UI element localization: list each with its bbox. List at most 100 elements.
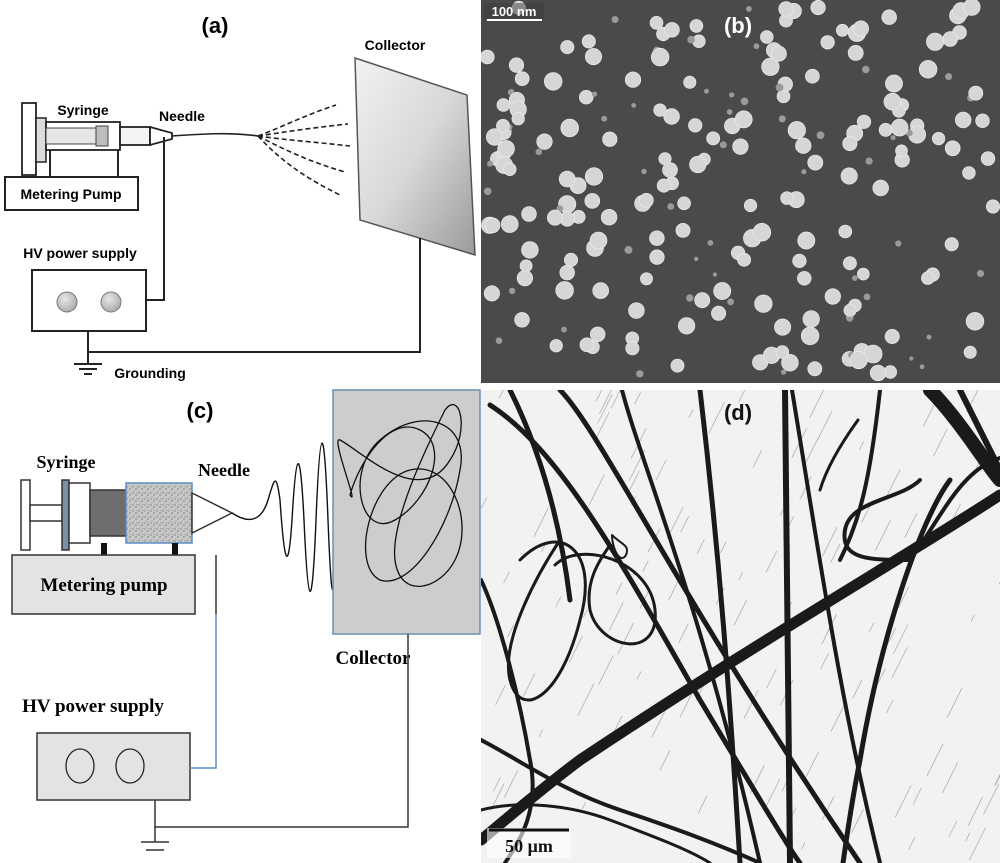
nanoparticle [689,19,704,33]
nanoparticle [905,129,913,137]
surface-scratch [886,700,894,714]
nanoparticle [760,30,774,44]
nanoparticle [624,245,633,254]
surface-scratch [599,390,612,414]
sem-image-b [481,0,1000,383]
nanoparticle [694,292,711,309]
surface-scratch [912,788,922,805]
nanoparticle [689,155,707,174]
surface-scratch [629,470,640,491]
nanoparticle [486,128,504,146]
nanoparticles [481,0,1000,382]
surface-scratch [708,401,725,434]
nanoparticle [820,35,835,50]
nanoparticle [734,110,753,129]
nanoparticle [797,271,812,286]
nanoparticle [581,34,596,49]
nanoparticle [737,252,751,267]
micrograph-d [481,390,1000,863]
nanoparticle [840,167,858,185]
nanoparticle [842,136,858,152]
nanoparticle [740,97,749,106]
nanoparticle [496,119,510,133]
nanoparticle [753,43,760,50]
nanoparticle [732,138,749,155]
surface-scratch [538,729,544,738]
nanoparticle [849,351,868,370]
nanoparticle [484,217,501,234]
nanoparticle [563,252,578,267]
nanoparticle [847,45,864,61]
nanoparticle [743,198,758,213]
surface-scratch [852,679,863,699]
surface-scratch [597,394,613,424]
surface-scratch [596,412,610,438]
nanoparticle [611,16,619,23]
surface-scratch [868,622,875,633]
hv-supply-box-c [36,732,191,801]
surface-scratch [995,775,1000,785]
surface-scratch [885,469,901,499]
wires-c [141,555,409,851]
nanoparticle [650,47,670,67]
nanoparticle [775,83,784,92]
nanoparticle [976,269,985,278]
nanoparticle [968,85,984,101]
nanoparticle [687,35,695,44]
nanoparticle [589,326,606,342]
nanoparticle [918,60,938,79]
nanoparticle [677,196,691,211]
surface-scratch [608,602,624,632]
panel-b: 100 nm (b) [481,0,1000,383]
surface-scratch [696,539,705,554]
surface-scratch [495,685,506,705]
surface-scratch [540,544,546,553]
collector-label-a: Collector [365,37,426,53]
nanoparticle [729,92,735,98]
nanoparticle [778,115,786,123]
nanoparticle [926,32,945,51]
surface-scratch [598,655,614,685]
syringe-a [21,102,173,177]
surface-scratch [859,441,864,450]
surface-scratch [904,513,918,538]
nanoparticle [664,22,680,38]
surface-scratch [738,572,743,580]
metering-pump-box-c [11,554,196,615]
nanoparticle [514,71,530,86]
metering-pump-label-a: Metering Pump [20,186,121,202]
surface-scratch [503,571,510,584]
nanoparticle [495,337,503,345]
nanoparticle [686,294,694,302]
nanoparticle [662,162,678,178]
surface-scratch [720,541,727,553]
nanoparticle [965,312,985,331]
nanoparticle [675,222,691,238]
surface-scratch [894,785,912,818]
surface-scratch [507,624,515,638]
nanoparticle [631,103,637,108]
surface-scratch [743,690,759,719]
nanoparticle [824,288,841,305]
nanoparticle [843,256,857,271]
nanoparticle [487,160,493,167]
surface-scratch [946,687,963,719]
hv-knob-c-1 [65,748,95,784]
surface-scratch [809,390,825,418]
nanoparticle [560,118,579,138]
nanoparticle [726,109,733,115]
surface-scratch [668,579,680,601]
surface-scratch [805,751,819,777]
surface-scratch [851,808,864,834]
nanoparticle [707,240,714,246]
surface-scratch [983,783,1000,815]
nanoparticle [975,113,990,129]
nanoparticle [836,23,849,37]
surface-scratch [581,802,586,810]
nanoparticle [706,131,721,146]
collector-plate-a [354,56,476,257]
surface-scratch [610,390,621,409]
panel-b-label: (b) [724,13,752,38]
surface-scratch [822,796,835,820]
surface-scratch [799,476,812,500]
